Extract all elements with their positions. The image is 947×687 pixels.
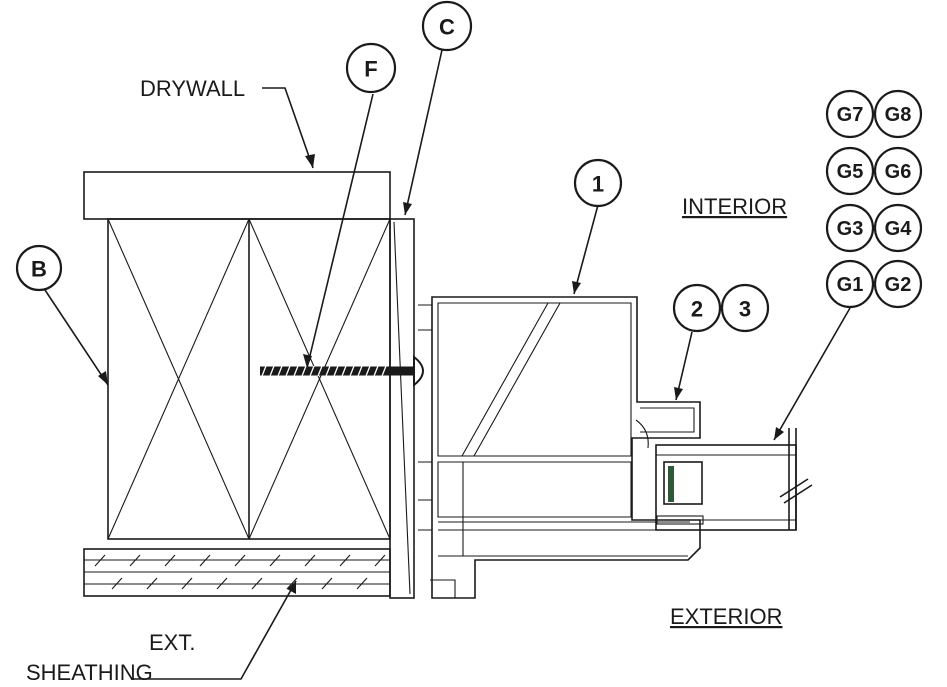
callout-g4-text: G4 [885, 218, 913, 240]
callout-g1-text: G1 [837, 274, 864, 296]
callout-g6-text: G6 [885, 161, 912, 183]
callout-g7: G7 [825, 89, 875, 139]
callout-g8-text: G8 [885, 104, 912, 126]
leader-lines [44, 49, 851, 680]
callout-f-text: F [364, 57, 377, 82]
exterior-label: EXTERIOR [670, 604, 782, 629]
callout-3-text: 3 [739, 297, 751, 322]
callout-g5: G5 [825, 146, 875, 196]
callout-f: F [345, 42, 397, 94]
ext-sheathing-label-line1: EXT. [149, 630, 195, 655]
exterior-sheathing [83, 548, 391, 597]
window-frame-profile [418, 296, 701, 599]
callout-g2-text: G2 [885, 274, 912, 296]
callout-g1: G1 [825, 259, 875, 309]
shim-strip [389, 218, 415, 599]
glazing-unit [655, 428, 813, 531]
callout-c-text: C [439, 15, 455, 40]
callout-g6: G6 [873, 146, 923, 196]
callout-3: 3 [720, 283, 770, 333]
callout-g3-text: G3 [837, 218, 864, 240]
callout-b-text: B [31, 257, 47, 282]
callout-g7-text: G7 [837, 104, 864, 126]
callout-2: 2 [672, 283, 722, 333]
callout-b: B [15, 244, 63, 292]
leader-arrowheads [98, 154, 784, 594]
callout-g5-text: G5 [837, 161, 864, 183]
callout-c: C [421, 0, 473, 52]
callout-g3: G3 [825, 203, 875, 253]
interior-label: INTERIOR [682, 194, 787, 219]
wood-stud [107, 218, 391, 540]
callout-1: 1 [573, 158, 623, 208]
callout-g4: G4 [873, 203, 923, 253]
fastener-screw [260, 354, 424, 388]
drywall-label: DRYWALL [140, 76, 245, 101]
callout-g2: G2 [873, 259, 923, 309]
ext-sheathing-label-line2: SHEATHING [26, 660, 153, 685]
callout-2-text: 2 [691, 297, 703, 322]
callout-1-text: 1 [592, 172, 604, 197]
callout-g8: G8 [873, 89, 923, 139]
